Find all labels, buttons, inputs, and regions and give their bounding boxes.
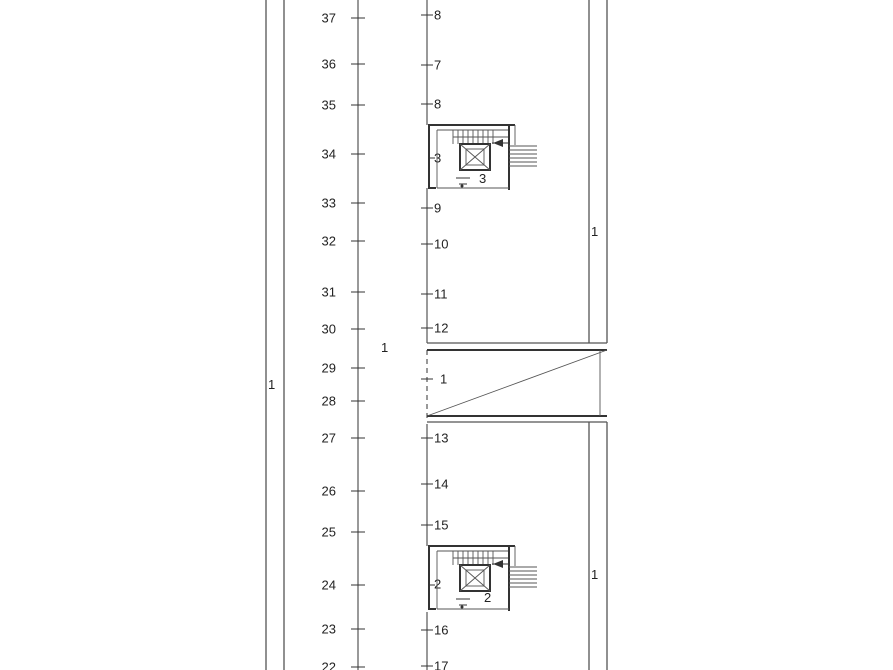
elevator-shaft-upper — [459, 143, 491, 171]
left-axis-label: 32 — [322, 234, 336, 249]
left-axis-label: 34 — [322, 147, 336, 162]
elevator-shaft-lower — [459, 564, 491, 592]
stair-treads-upper — [452, 130, 508, 144]
outer-walls — [265, 0, 608, 670]
right-axis: 8 7 8 3 9 10 11 12 1 13 14 15 2 16 17 — [421, 0, 448, 670]
zone-label-corridor: 1 — [381, 340, 388, 355]
left-axis-label: 26 — [322, 484, 336, 499]
entry-steps-upper — [509, 145, 537, 167]
entry-steps-lower — [509, 566, 537, 588]
stair-label-upper: 3 — [479, 171, 486, 186]
right-axis-label: 8 — [434, 97, 441, 112]
right-axis-label: 7 — [434, 58, 441, 73]
right-axis-label: 15 — [434, 518, 448, 533]
right-axis-label: 9 — [434, 201, 441, 216]
zone-label-upper-right: 1 — [591, 224, 598, 239]
stair-core-upper: 3 — [428, 124, 537, 190]
stair-treads-lower — [452, 551, 508, 565]
left-axis-label: 28 — [322, 394, 336, 409]
left-axis-label: 24 — [322, 578, 336, 593]
right-axis-label: 10 — [434, 237, 448, 252]
left-axis-label: 31 — [322, 285, 336, 300]
right-axis-label: 1 — [440, 372, 447, 387]
right-axis-label: 13 — [434, 431, 448, 446]
right-axis-label: 11 — [434, 287, 448, 302]
right-axis-label: 2 — [434, 577, 441, 592]
left-axis-label: 30 — [322, 322, 336, 337]
stair-core-lower: 2 — [428, 545, 537, 611]
ramp-section — [426, 342, 608, 423]
right-axis-label: 8 — [434, 8, 441, 23]
zone-label-lower-right: 1 — [591, 567, 598, 582]
zone-label-outer: 1 — [268, 377, 275, 392]
right-axis-label: 3 — [434, 151, 441, 166]
right-axis-label: 14 — [434, 477, 448, 492]
left-axis-label: 35 — [322, 98, 336, 113]
left-axis-label: 36 — [322, 57, 336, 72]
left-axis-label: 23 — [322, 622, 336, 637]
left-axis-label: 22 — [322, 660, 336, 670]
right-axis-label: 12 — [434, 321, 448, 336]
right-axis-label: 17 — [434, 659, 448, 670]
left-axis-label: 33 — [322, 196, 336, 211]
left-axis-label: 29 — [322, 361, 336, 376]
left-axis-label: 37 — [322, 11, 336, 26]
left-axis: 37 36 35 34 33 32 31 30 29 28 27 26 25 24 23 22 — [322, 0, 365, 670]
right-axis-label: 16 — [434, 623, 448, 638]
stair-label-lower: 2 — [484, 590, 491, 605]
left-axis-label: 27 — [322, 431, 336, 446]
left-axis-label: 25 — [322, 525, 336, 540]
